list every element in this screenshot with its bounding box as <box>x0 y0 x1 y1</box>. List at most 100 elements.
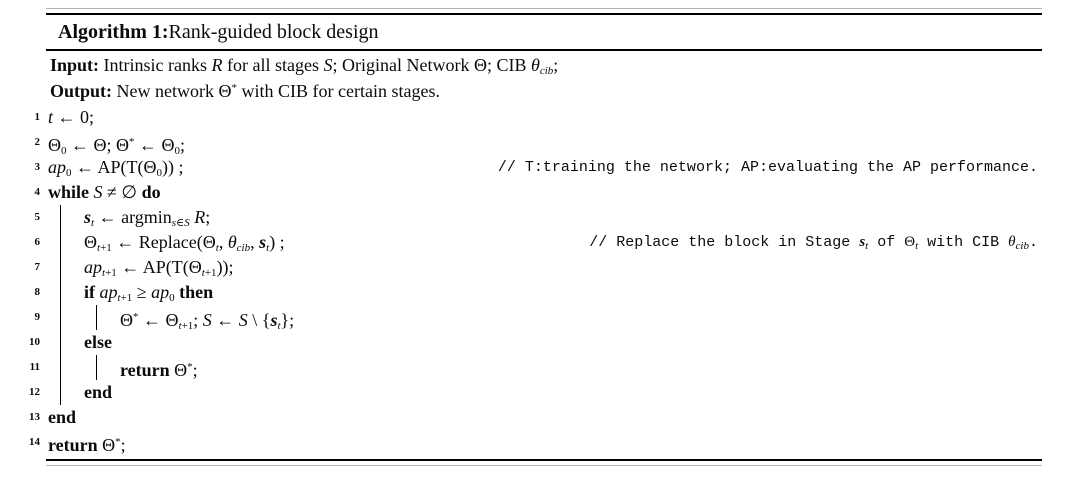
text-segment: ← Θ <box>138 310 179 330</box>
text-segment: ∈ <box>176 217 185 229</box>
block-indent-bar <box>60 355 84 380</box>
line-code: else <box>84 330 112 355</box>
text-segment: 0 <box>174 145 181 157</box>
text-segment: ← argmin <box>94 207 172 227</box>
text-segment: +1 <box>181 320 194 332</box>
text-segment: ; <box>553 55 559 75</box>
bottom-rule <box>46 459 1042 461</box>
text-segment: Θ <box>48 135 61 155</box>
line-code: return Θ*; <box>120 355 198 380</box>
text-segment: ) ; <box>269 232 285 252</box>
text-segment: s <box>259 232 267 252</box>
text-segment: t <box>266 242 270 254</box>
text-segment: 0 <box>169 292 175 304</box>
block-indent-bar <box>60 205 84 230</box>
text-segment: θ <box>227 232 237 252</box>
text-segment: 0 <box>66 167 72 179</box>
text-segment: Θ <box>102 435 116 455</box>
line-number: 11 <box>29 361 40 373</box>
text-segment: with CIB for certain stages. <box>237 81 440 101</box>
bottom-rule-faint <box>46 465 1042 466</box>
comment-text-segment: // Replace the block in Stage <box>589 234 860 251</box>
text-segment: 0 <box>61 145 67 157</box>
line-code: apt+1 ← AP(T(Θt+1)); <box>84 255 234 280</box>
line-code: end <box>84 380 112 405</box>
block-indent-bar <box>60 380 84 405</box>
text-segment: New network Θ <box>112 81 232 101</box>
text-segment: end <box>48 407 77 427</box>
text-segment: +1 <box>120 292 133 304</box>
text-segment: ≥ <box>132 282 152 302</box>
text-segment: ; <box>205 207 211 227</box>
top-rule <box>46 13 1042 15</box>
text-segment: Input: <box>50 55 100 75</box>
text-segment: then <box>174 282 214 302</box>
text-segment: cib <box>1015 240 1029 252</box>
text-segment: t <box>117 292 121 304</box>
text-segment: +1 <box>204 267 217 279</box>
algorithm-line-13: 13 end <box>24 405 1038 430</box>
text-segment: * <box>133 311 139 323</box>
line-code: end <box>48 405 76 430</box>
text-segment: θ <box>1008 234 1016 250</box>
title-segment: Algorithm 1: <box>58 20 169 43</box>
text-segment: S <box>323 55 333 75</box>
algorithm-line-11: 11 return Θ*; <box>24 355 1038 380</box>
text-segment: s <box>270 310 278 330</box>
text-segment: s <box>171 217 177 229</box>
text-segment: t <box>915 240 919 252</box>
text-segment: return <box>120 360 175 380</box>
text-segment: t <box>865 240 869 252</box>
title-segment: Rank-guided block design <box>168 20 379 43</box>
text-segment: while <box>48 182 94 202</box>
text-segment: ap <box>151 282 170 302</box>
text-segment: t <box>215 242 219 254</box>
top-rule-faint <box>46 8 1042 9</box>
line-number: 1 <box>34 111 41 123</box>
text-segment: Output: <box>50 81 113 101</box>
text-segment: * <box>231 82 238 94</box>
text-segment: if <box>84 282 100 302</box>
comment-text-segment: . <box>1028 234 1038 251</box>
line-code: ap0 ← AP(T(Θ0)) ; <box>48 155 184 180</box>
text-segment: θ <box>530 55 540 75</box>
text-segment: t <box>48 107 54 127</box>
text-segment: Θ <box>174 360 188 380</box>
text-segment: S <box>184 217 190 229</box>
comment-text-segment: with CIB <box>918 234 1009 251</box>
text-segment: Θ <box>904 234 916 250</box>
text-segment: t <box>277 320 281 332</box>
text-segment: cib <box>539 65 554 77</box>
text-segment: )) ; <box>162 157 184 177</box>
algorithm-title: Algorithm 1: Rank-guided block design <box>24 15 1042 49</box>
comment-text-segment: // T:training the network; AP:evaluating… <box>497 159 1038 176</box>
line-number: 13 <box>29 411 40 423</box>
text-segment: s <box>84 207 92 227</box>
text-segment: ; <box>192 360 198 380</box>
block-indent-bar <box>96 355 120 380</box>
algorithm-input-line: Input: Intrinsic ranks R for all stages … <box>50 54 1038 77</box>
line-code: st ← argmins∈S R; <box>84 205 210 230</box>
text-segment: t <box>201 267 205 279</box>
text-segment: ; <box>193 310 203 330</box>
text-segment: ap <box>48 157 66 177</box>
block-indent-bar <box>60 330 84 355</box>
text-segment: * <box>129 136 135 148</box>
comment-text-segment: of <box>868 234 905 251</box>
text-segment: ; <box>180 135 186 155</box>
line-code: return Θ*; <box>48 430 126 455</box>
text-segment: , <box>250 232 260 252</box>
line-code: t ← 0; <box>48 105 94 130</box>
text-segment: , <box>218 232 228 252</box>
block-indent-bar <box>96 305 120 330</box>
text-segment: t <box>102 267 106 279</box>
text-segment: 0 <box>156 167 163 179</box>
